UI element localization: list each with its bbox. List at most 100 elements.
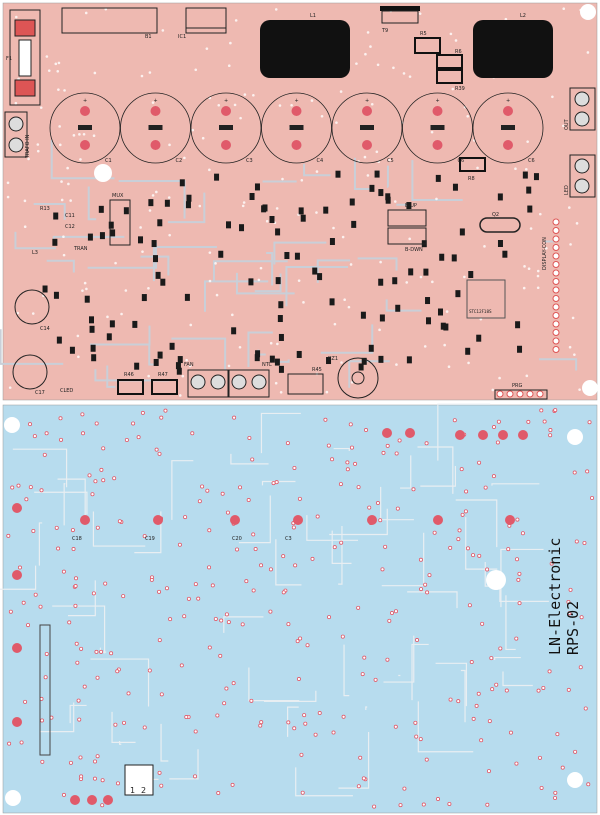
smd-component xyxy=(141,294,147,302)
model-text: RPS-02 xyxy=(564,601,582,655)
smd-component xyxy=(451,254,457,262)
smd-component xyxy=(368,344,374,352)
smd-component xyxy=(379,314,385,322)
smd-component xyxy=(214,173,220,181)
smd-component xyxy=(426,317,432,325)
display-connector[interactable]: DISPLAY-CON xyxy=(542,218,560,353)
pad xyxy=(12,503,22,513)
smd-component xyxy=(231,327,237,335)
smd-component xyxy=(378,355,384,363)
button-up[interactable]: B-UP xyxy=(387,203,427,227)
smd-component xyxy=(269,215,275,223)
smd-component xyxy=(351,220,357,228)
smd-component xyxy=(277,315,283,323)
pad xyxy=(80,515,90,525)
terminal-trafo-in[interactable]: TRAFO IN xyxy=(4,111,31,159)
smd-component xyxy=(497,239,503,247)
c3-bottom-label: C3 xyxy=(285,536,292,542)
terminal-out-label: OUT xyxy=(564,118,570,130)
terminal-in-label: TRAFO IN xyxy=(25,134,31,159)
smd-component xyxy=(329,298,335,306)
smd-component xyxy=(392,277,398,285)
capacitor-label: C3 xyxy=(246,158,253,164)
plus-sign: + xyxy=(436,98,440,104)
bridge-rectifier: B1 xyxy=(61,7,158,40)
pad xyxy=(12,717,22,727)
smd-component xyxy=(176,367,182,375)
programming-header[interactable]: PRG xyxy=(494,383,548,400)
plus-sign: + xyxy=(83,98,87,104)
smd-component xyxy=(89,325,95,333)
smd-component xyxy=(153,255,159,263)
smd-component xyxy=(406,202,412,210)
smd-component xyxy=(459,228,465,236)
buzzer: BZ1 xyxy=(328,356,379,399)
smd-component xyxy=(395,304,401,312)
capacitor-label: C1 xyxy=(105,158,112,164)
smd-component xyxy=(502,250,508,258)
fuse-holder: F1 xyxy=(6,9,41,106)
smd-component xyxy=(151,240,157,248)
c11-label: C11 xyxy=(65,213,75,219)
capacitor-label: C4 xyxy=(317,158,324,164)
resistor-label: R6 xyxy=(455,49,462,55)
smd-component xyxy=(440,322,446,330)
smd-component xyxy=(515,321,521,329)
capacitor: C4+ xyxy=(261,92,332,164)
smd-component xyxy=(90,344,96,352)
smd-component xyxy=(423,268,429,276)
fuse-label: F1 xyxy=(6,56,12,62)
smd-component xyxy=(53,212,59,220)
display-connector-label: DISPLAY-CON xyxy=(542,237,548,270)
smd-component xyxy=(109,320,115,328)
smd-component xyxy=(443,323,449,331)
inductor-l1: L1 xyxy=(260,13,350,78)
pad xyxy=(478,430,488,440)
pin-header xyxy=(39,624,51,756)
terminal-out[interactable]: OUT xyxy=(564,87,596,131)
smd-component xyxy=(437,308,443,316)
smd-component xyxy=(175,362,181,370)
smd-component xyxy=(439,253,445,261)
smd-component xyxy=(374,170,380,178)
pad xyxy=(153,515,163,525)
smd-component xyxy=(110,229,116,237)
terminal-fan-label: FAN xyxy=(184,362,194,368)
mux-label: MUX xyxy=(112,193,124,199)
inductor-label: L2 xyxy=(520,13,526,19)
inductor-label: L1 xyxy=(310,13,316,19)
smd-component xyxy=(155,271,161,279)
c17-label: C17 xyxy=(35,390,45,396)
smd-component xyxy=(108,221,114,229)
smd-component xyxy=(249,192,255,200)
smd-component xyxy=(517,345,523,353)
smd-component xyxy=(425,297,431,305)
capacitor: C2+ xyxy=(120,92,191,164)
plus-sign: + xyxy=(154,98,158,104)
button-down[interactable]: B-DWN xyxy=(387,227,427,253)
smd-component xyxy=(239,224,245,232)
smd-component xyxy=(179,179,185,187)
smd-component xyxy=(98,205,104,213)
smd-component xyxy=(269,355,275,363)
smd-component xyxy=(468,271,474,279)
terminal-ntc[interactable]: NTC xyxy=(228,362,273,398)
pad xyxy=(382,428,392,438)
smd-component xyxy=(527,205,533,213)
pad xyxy=(367,515,377,525)
pad xyxy=(12,643,22,653)
smd-component xyxy=(226,221,232,229)
smd-component xyxy=(294,252,300,260)
r13-label: R13 xyxy=(40,206,50,212)
encoder-label: R45 xyxy=(312,367,322,373)
smd-component xyxy=(465,347,471,355)
pad xyxy=(505,515,515,525)
encoder[interactable]: R45 xyxy=(287,367,324,395)
terminal-led[interactable]: LED xyxy=(564,154,596,198)
bottom-caps: C18 C19 C20 C3 xyxy=(72,536,292,542)
smd-component xyxy=(360,311,366,319)
terminal-fan[interactable]: FAN xyxy=(184,362,229,398)
smd-component xyxy=(358,363,364,371)
smd-component xyxy=(157,219,163,227)
smd-component xyxy=(157,351,163,359)
